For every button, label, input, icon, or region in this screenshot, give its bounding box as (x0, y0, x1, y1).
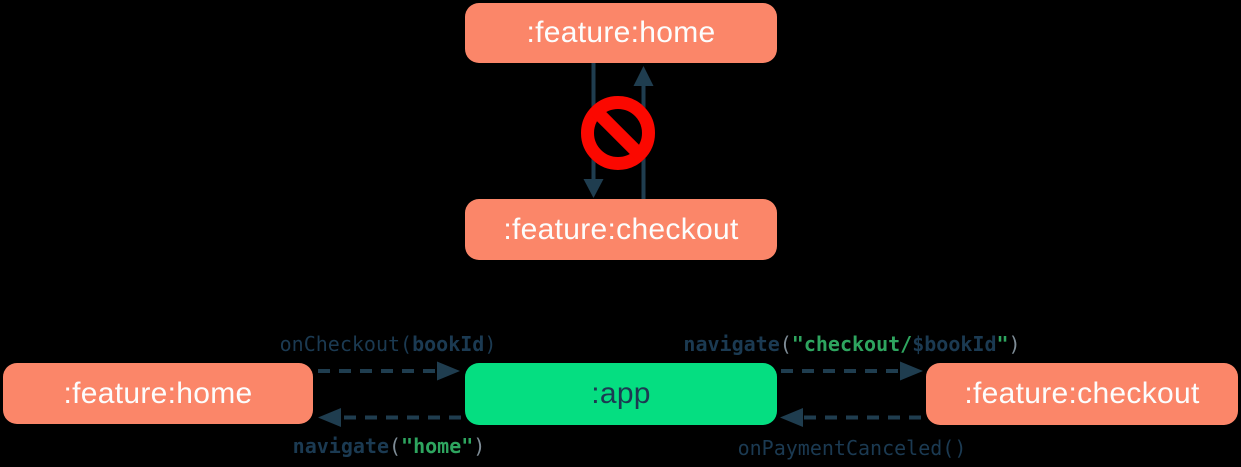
module-box-app: :app (465, 363, 777, 425)
module-label: :feature:home (63, 376, 253, 410)
module-label: :feature:checkout (503, 212, 739, 246)
no-entry-icon (581, 96, 655, 170)
code-fn: navigate (292, 434, 389, 458)
code-paren: ( (779, 332, 792, 356)
code-fn: onCheckout (279, 332, 401, 356)
code-string: " (996, 332, 1009, 356)
code-string: "checkout/ (791, 332, 913, 356)
code-label-navigate-home: navigate("home") (293, 434, 486, 458)
code-fn: onPaymentCanceled (737, 436, 943, 460)
code-arg: bookId (412, 332, 485, 356)
code-paren: ( (388, 434, 402, 458)
code-var: $bookId (912, 332, 997, 356)
code-paren: ) (484, 332, 497, 356)
code-fn: navigate (683, 332, 780, 356)
module-box-feature-checkout-top: :feature:checkout (465, 199, 777, 260)
code-label-onpaymentcanceled: onPaymentCanceled() (738, 436, 967, 460)
dashed-arrow-navigate-checkout (781, 361, 923, 381)
module-label: :feature:checkout (964, 377, 1200, 410)
module-box-feature-checkout-bottom: :feature:checkout (926, 363, 1238, 425)
up-arrow (633, 66, 654, 199)
module-label: :app (591, 377, 651, 410)
down-arrow (583, 62, 604, 198)
code-paren: ( (400, 332, 413, 356)
code-label-oncheckout: onCheckout(bookId) (280, 332, 497, 356)
dashed-arrow-navigate-home (318, 408, 461, 427)
module-label: :feature:home (526, 16, 716, 49)
module-box-feature-home-top: :feature:home (465, 3, 777, 63)
code-paren: ) (1008, 332, 1021, 356)
dashed-arrow-oncheckout (318, 361, 460, 381)
code-paren: ) (473, 434, 486, 458)
code-paren: () (942, 436, 967, 460)
code-label-navigate-checkout: navigate("checkout/$bookId") (683, 332, 1020, 356)
module-box-feature-home-bottom: :feature:home (3, 363, 313, 424)
code-string: "home" (401, 434, 474, 458)
dashed-arrow-onpaymentcanceled (780, 408, 921, 427)
